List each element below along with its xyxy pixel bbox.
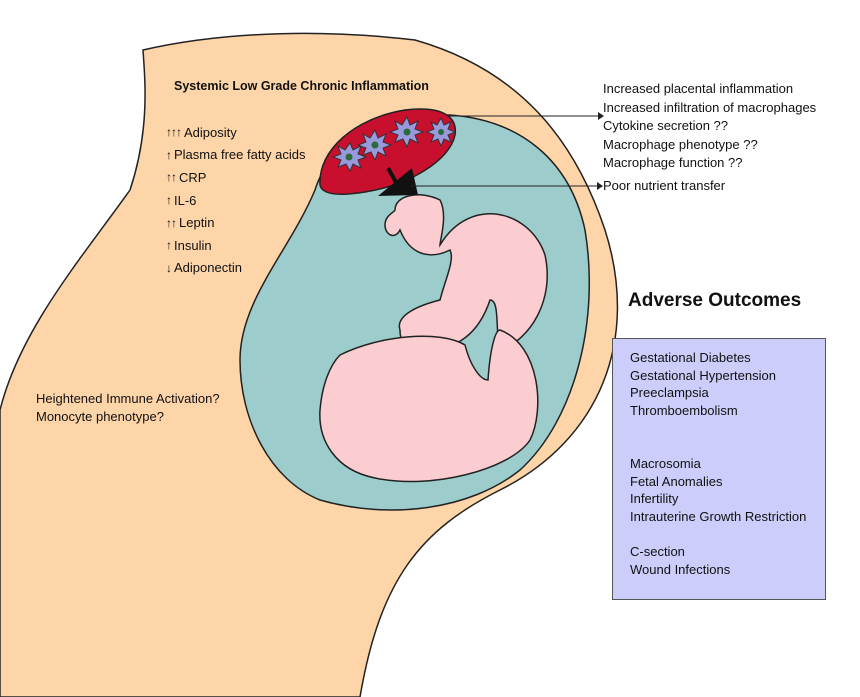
outcome-item: Gestational Hypertension — [630, 367, 776, 383]
marker-leptin: ↑↑Leptin — [166, 215, 215, 231]
outcome-item: Intrauterine Growth Restriction — [630, 508, 807, 524]
effect-item: Increased infiltration of macrophages — [603, 99, 817, 115]
outcomes-box — [612, 338, 826, 600]
outcomes-heading: Adverse Outcomes — [628, 290, 802, 311]
outcome-item: Gestational Diabetes — [630, 350, 751, 365]
outcome-group-delivery: C-section Wound Infections — [630, 543, 730, 578]
fetus — [384, 194, 548, 354]
arrow-icon: ↑↑↑ — [166, 125, 182, 140]
effect-item: Macrophage phenotype ?? — [603, 136, 758, 152]
outcome-item: Infertility — [630, 491, 679, 507]
immune-activation-label: Heightened Immune Activation? — [36, 391, 220, 406]
marker-adiposity: ↑↑↑Adiposity — [166, 124, 237, 140]
monocyte-phenotype-label: Monocyte phenotype? — [36, 409, 164, 424]
outcome-group-maternal: Gestational Diabetes Gestational Hyperte… — [630, 349, 776, 419]
outcome-item: Thromboembolism — [630, 402, 738, 418]
outcome-item: Wound Infections — [630, 561, 731, 577]
outcome-item: Fetal Anomalies — [630, 473, 723, 489]
effect-item: Increased placental inflammation — [603, 81, 794, 96]
arrow-icon: ↑↑ — [166, 170, 177, 185]
arrow-icon: ↑ — [166, 238, 172, 253]
arrow-icon: ↑ — [166, 193, 172, 208]
placental-effects: Increased placental inflammation Increas… — [603, 80, 816, 173]
marker-crp: ↑↑CRP — [166, 169, 207, 185]
effect-item: Cytokine secretion ?? — [603, 118, 729, 133]
marker-il6: ↑IL-6 — [166, 192, 197, 208]
outcome-item: Macrosomia — [630, 456, 701, 471]
arrow-icon: ↓ — [166, 260, 172, 275]
marker-insulin: ↑Insulin — [166, 237, 212, 253]
fetus-lower — [319, 329, 539, 483]
arrow-icon: ↑↑ — [166, 215, 177, 230]
placenta — [319, 108, 456, 195]
diagram-title: Systemic Low Grade Chronic Inflammation — [174, 79, 429, 93]
nutrient-transfer-label: Poor nutrient transfer — [603, 178, 726, 193]
marker-adiponectin: ↓Adiponectin — [166, 260, 242, 276]
inflammation-markers: ↑↑↑Adiposity ↑Plasma free fatty acids ↑↑… — [166, 121, 306, 279]
marker-free-fatty-acids: ↑Plasma free fatty acids — [166, 147, 306, 163]
outcome-group-fetal: Macrosomia Fetal Anomalies Infertility I… — [630, 455, 806, 525]
outcome-item: Preeclampsia — [630, 385, 709, 401]
arrow-icon: ↑ — [166, 147, 172, 162]
effect-item: Macrophage function ?? — [603, 155, 743, 170]
outcome-item: C-section — [630, 544, 685, 559]
